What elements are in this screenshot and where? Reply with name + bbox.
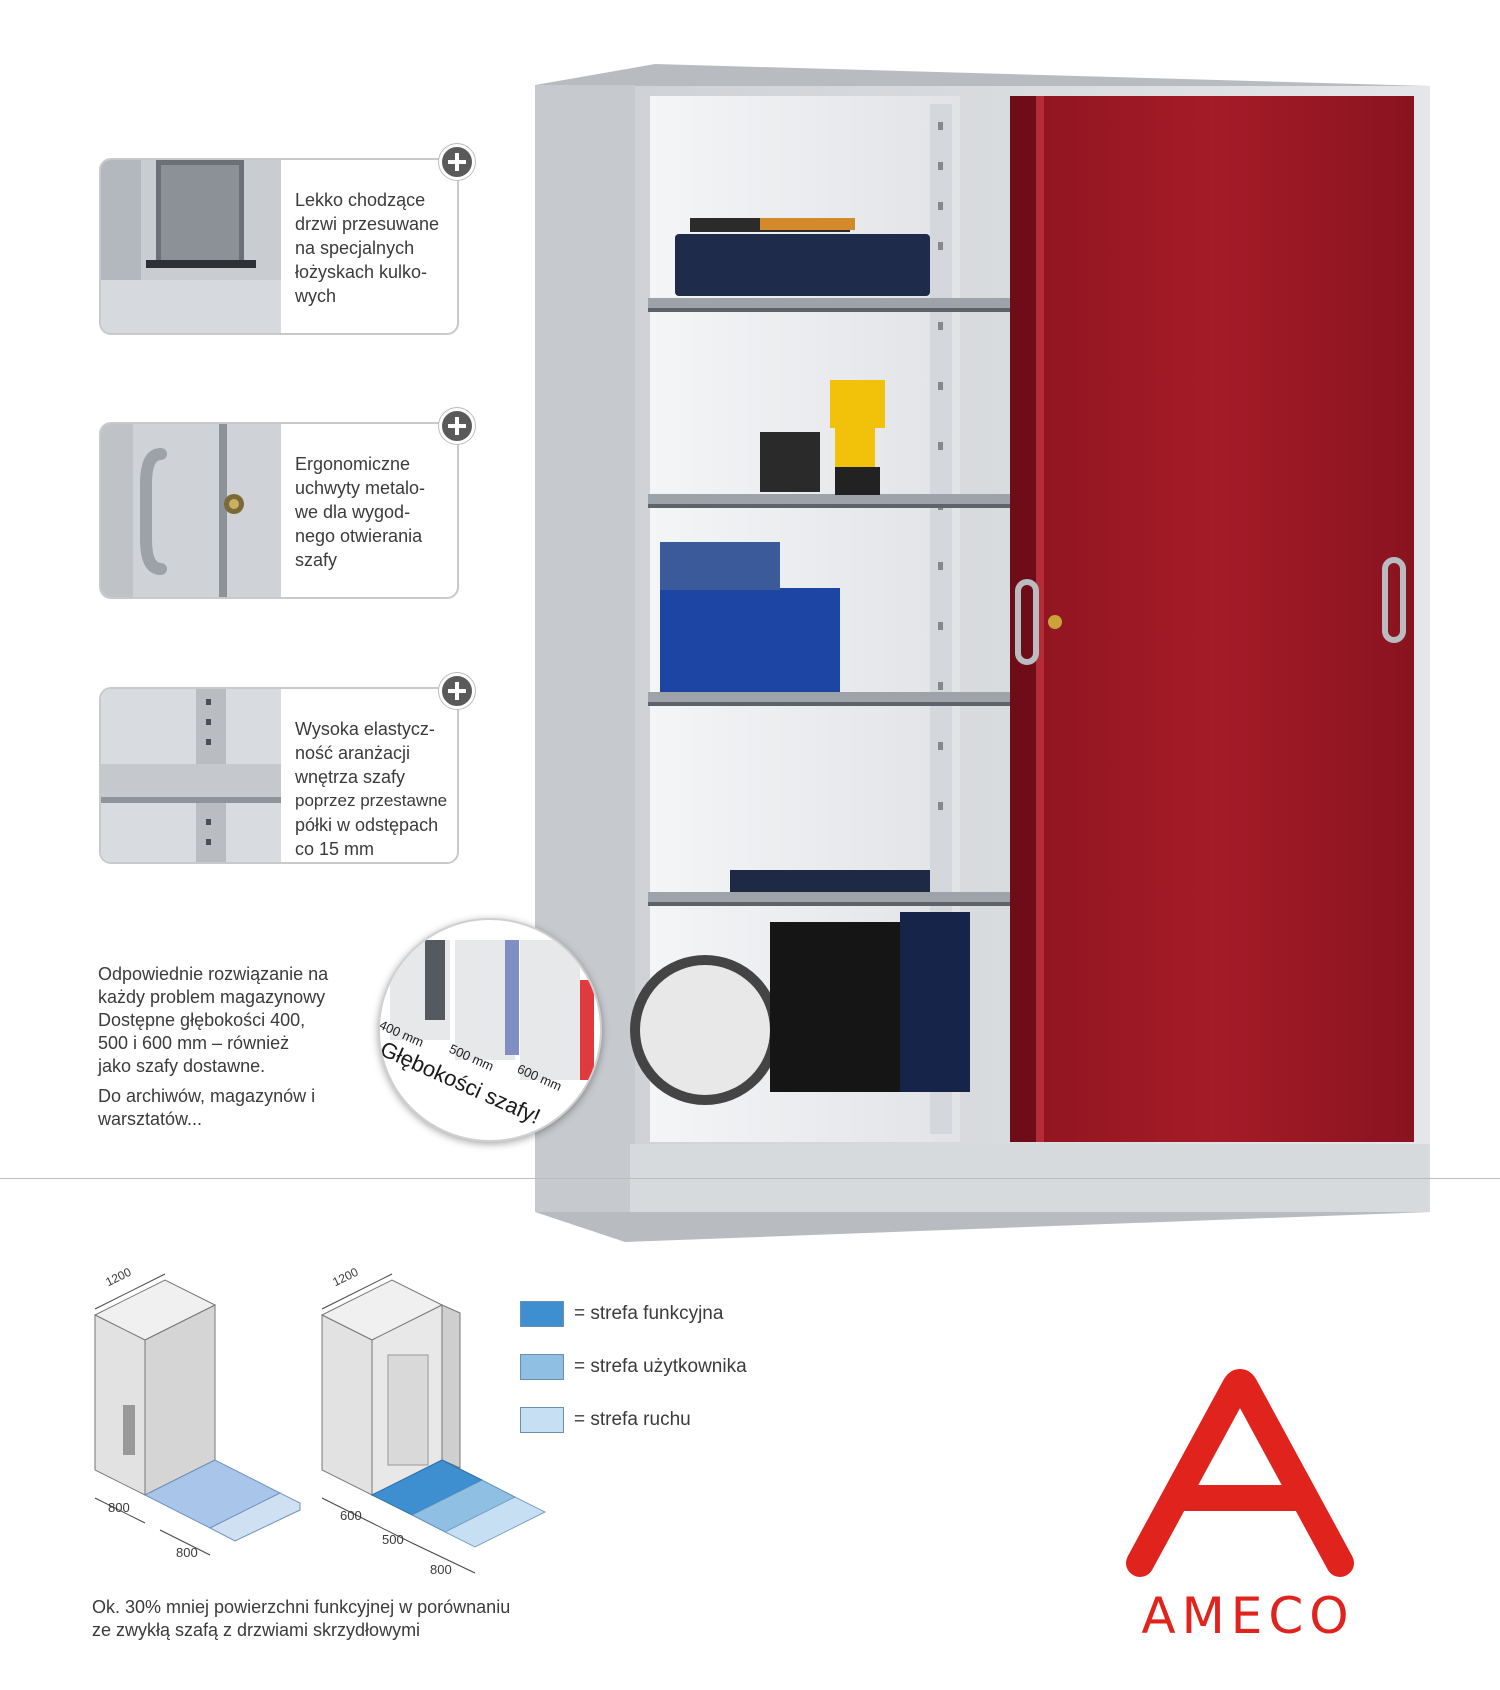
legend-user-zone: = strefa użytkownika bbox=[520, 1352, 747, 1382]
legend-swatch bbox=[520, 1407, 564, 1433]
cabinet-illustration bbox=[535, 64, 1430, 1242]
feature-card-sliding-doors: Lekko chodzące drzwi przesuwane na specj… bbox=[99, 144, 475, 335]
feature-text-shelves: Wysoka elastycz- ność aranżacji wnętrza … bbox=[295, 719, 448, 859]
feature-card-handles: Ergonomiczne uchwyty metalo- we dla wygo… bbox=[99, 408, 475, 599]
depth-badge: 400 mm 500 mm 600 mm Głębokości szafy! bbox=[378, 918, 602, 1142]
right-diagram-motion-zone-label: 800 bbox=[430, 1562, 452, 1577]
handle-thumbnail bbox=[101, 424, 281, 597]
section-divider bbox=[0, 1178, 1500, 1179]
sliding-door-thumbnail bbox=[101, 160, 281, 333]
left-diagram-depth-label: 800 bbox=[108, 1500, 130, 1515]
comparison-caption: Ok. 30% mniej powierzchni funkcyjnej w p… bbox=[92, 1597, 511, 1640]
brand-name: AMECO bbox=[1141, 1587, 1355, 1645]
feature-card-shelves: Wysoka elastycz- ność aranżacji wnętrza … bbox=[99, 673, 475, 864]
plus-icon[interactable] bbox=[439, 408, 475, 444]
legend-label: = strefa funkcyjna bbox=[574, 1303, 724, 1324]
intro-text: Odpowiednie rozwiązanie na każdy problem… bbox=[98, 964, 329, 1129]
legend-swatch bbox=[520, 1354, 564, 1380]
legend-swatch bbox=[520, 1301, 564, 1327]
legend-label: = strefa ruchu bbox=[574, 1409, 691, 1430]
ameco-logo-mark bbox=[1126, 1369, 1354, 1577]
right-diagram-depth-label: 600 bbox=[340, 1508, 362, 1523]
plus-icon[interactable] bbox=[439, 673, 475, 709]
legend-motion-zone: = strefa ruchu bbox=[520, 1405, 691, 1435]
plus-icon[interactable] bbox=[439, 144, 475, 180]
shelf-thumbnail bbox=[101, 689, 281, 862]
legend-functional-zone: = strefa funkcyjna bbox=[520, 1299, 723, 1329]
feature-text-handles: Ergonomiczne uchwyty metalo- we dla wygo… bbox=[295, 454, 426, 570]
feature-text-sliding-doors: Lekko chodzące drzwi przesuwane na specj… bbox=[295, 190, 440, 306]
depth-panels-graphic bbox=[390, 940, 594, 1080]
diagram-hinged-cabinet bbox=[320, 1273, 547, 1574]
diagram-sliding-cabinet bbox=[93, 1273, 301, 1556]
left-diagram-zone-label: 800 bbox=[176, 1545, 198, 1560]
right-diagram-user-zone-label: 500 bbox=[382, 1532, 404, 1547]
legend-label: = strefa użytkownika bbox=[574, 1356, 747, 1377]
